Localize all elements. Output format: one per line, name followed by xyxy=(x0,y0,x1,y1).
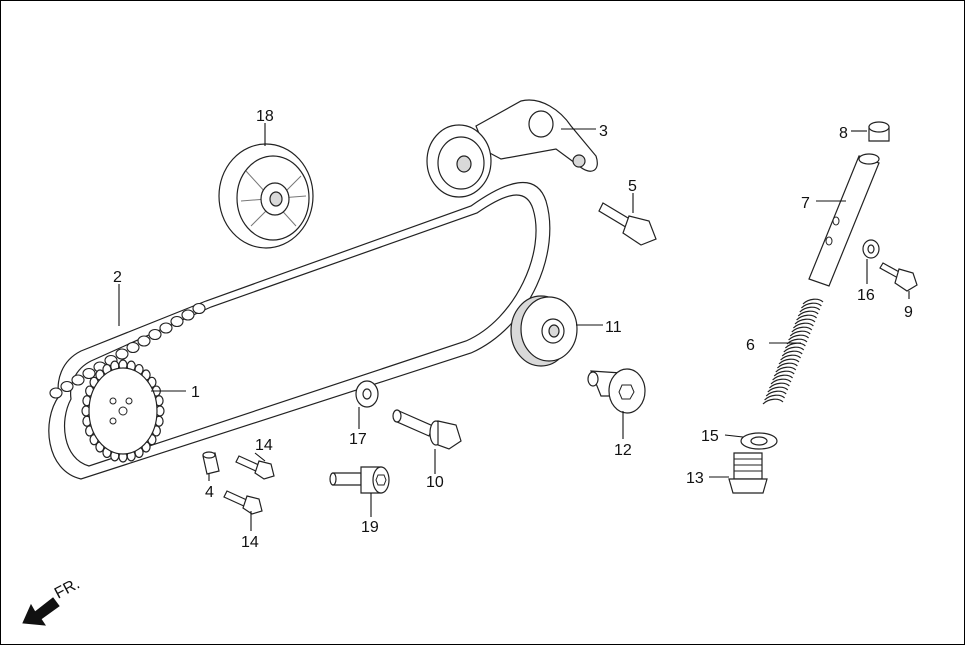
bolt-10 xyxy=(392,409,462,450)
callout-13: 13 xyxy=(686,470,704,487)
dowel-pin-4 xyxy=(202,451,220,475)
tensioner-arm xyxy=(426,99,598,198)
cam-sprocket xyxy=(81,359,165,463)
callout-14-upper: 14 xyxy=(255,437,273,454)
cam-chain xyxy=(48,181,551,480)
pin-12 xyxy=(587,368,646,414)
plug-bolt-13 xyxy=(728,452,768,494)
callout-labels: 1 2 3 4 5 6 7 8 9 10 11 12 13 14 14 15 1… xyxy=(113,108,913,551)
callout-1: 1 xyxy=(191,384,200,401)
callout-18: 18 xyxy=(256,108,274,125)
bolt-9 xyxy=(879,262,918,292)
roller-11 xyxy=(510,295,578,367)
washer-16 xyxy=(862,239,880,259)
callout-16: 16 xyxy=(857,287,875,304)
socket-bolt-19 xyxy=(329,466,390,494)
lifter-tube xyxy=(808,153,880,287)
washer-17 xyxy=(355,380,379,408)
callout-11: 11 xyxy=(605,319,622,336)
spring-6 xyxy=(762,298,824,405)
callout-17: 17 xyxy=(349,431,367,448)
front-arrow-icon xyxy=(22,597,60,626)
callout-3: 3 xyxy=(599,123,608,140)
cap-8 xyxy=(868,121,890,142)
front-direction-indicator: FR. xyxy=(22,575,83,626)
bolt-14-upper xyxy=(235,455,275,480)
callout-4: 4 xyxy=(205,484,214,501)
callout-15: 15 xyxy=(701,428,719,445)
callout-7: 7 xyxy=(801,195,810,212)
bolt-14-lower xyxy=(223,490,263,515)
front-direction-label: FR. xyxy=(52,575,83,602)
callout-19: 19 xyxy=(361,519,379,536)
leader-lines xyxy=(118,123,910,531)
callout-9: 9 xyxy=(904,304,913,321)
callout-5: 5 xyxy=(628,178,637,195)
bolt-5 xyxy=(598,202,657,246)
callout-2: 2 xyxy=(113,269,122,286)
callout-6: 6 xyxy=(746,337,755,354)
callout-14-lower: 14 xyxy=(241,534,259,551)
chain-links xyxy=(49,302,206,399)
guide-roller xyxy=(218,143,314,249)
callout-10: 10 xyxy=(426,474,444,491)
washer-15 xyxy=(740,432,778,450)
callout-8: 8 xyxy=(839,125,848,142)
callout-12: 12 xyxy=(614,442,632,459)
